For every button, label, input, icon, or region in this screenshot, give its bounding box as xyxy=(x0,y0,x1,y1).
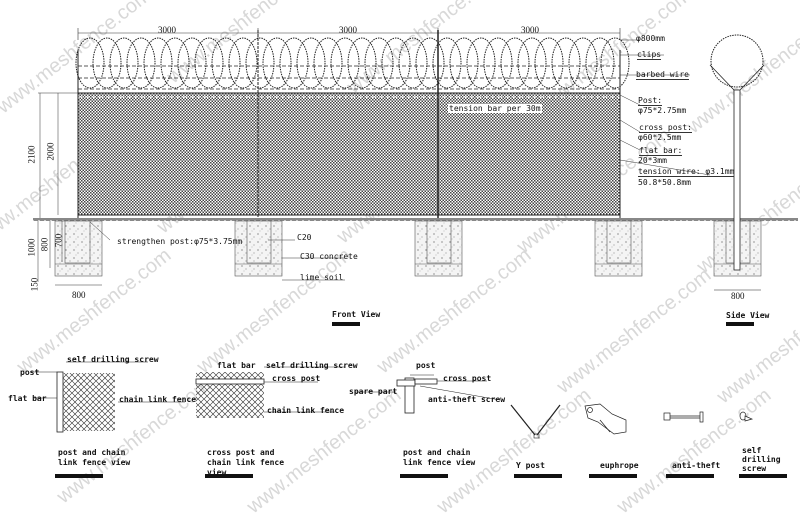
detail1-flat-bar-label: flat bar xyxy=(8,394,47,403)
side-view-foundation-width: 800 xyxy=(731,291,745,301)
detail1-caption-1: post and chain xyxy=(58,448,126,457)
detail1-caption-2: link fence view xyxy=(58,458,131,467)
dim-lime-soil-depth: 150 xyxy=(29,277,40,292)
part-euphrope-underline xyxy=(589,474,637,478)
part-anti-theft-underline xyxy=(666,474,714,478)
detail3-spare-part-label: spare part xyxy=(349,387,398,396)
detail2-underline xyxy=(205,474,253,478)
side-view-drawing xyxy=(709,34,765,291)
chain-link-mesh xyxy=(77,92,621,216)
dim-span-2: 3000 xyxy=(339,25,357,35)
detail-post-chain-link xyxy=(30,361,185,433)
dim-foundation-depth: 1000 xyxy=(26,238,37,257)
part-y-post xyxy=(510,404,561,439)
c30-concrete-label: C30 concrete xyxy=(300,252,358,261)
part-screw-underline xyxy=(739,474,787,478)
dim-post-embed-depth: 700 xyxy=(53,233,64,248)
detail1-underline xyxy=(55,474,103,478)
dim-concrete-depth: 800 xyxy=(39,237,50,252)
post-title: Post: xyxy=(638,96,663,106)
tension-wire-title: tension wire: φ3.1mm xyxy=(638,167,735,177)
detail2-screw-label: self drilling screw xyxy=(266,361,358,370)
part-y-post-caption: Y post xyxy=(516,461,545,470)
post-value: φ75*2.75mm xyxy=(638,106,687,115)
detail3-underline xyxy=(400,474,448,478)
detail2-flat-bar-label: flat bar xyxy=(217,361,256,370)
detail3-post-label: post xyxy=(416,361,436,370)
dim-span-3: 3000 xyxy=(521,25,539,35)
coil-diameter-label: φ800mm xyxy=(636,34,665,43)
side-view-title: Side View xyxy=(726,311,770,320)
ground-line xyxy=(33,218,798,221)
detail3-anti-theft-screw-label: anti-theft screw xyxy=(428,395,506,404)
c20-label: C20 xyxy=(297,233,312,242)
detail-cross-post-chain-link xyxy=(195,366,345,418)
dim-mesh-height: 2000 xyxy=(45,142,56,161)
razor-wire-coils xyxy=(75,37,630,89)
cross-post-title: cross post: xyxy=(639,123,692,133)
part-screw-caption-2: drilling xyxy=(742,455,781,464)
part-screw-caption-1: self xyxy=(742,446,762,455)
callout-leaders xyxy=(89,39,711,281)
part-euphrope xyxy=(584,403,627,435)
detail2-caption-3: view xyxy=(207,468,227,477)
detail2-caption-1: cross post and xyxy=(207,448,275,457)
lime-soil-label: lime soil xyxy=(300,273,344,282)
detail2-mesh-label: chain link fence xyxy=(267,406,345,415)
detail2-caption-2: chain link fence xyxy=(207,458,285,467)
dim-span-1: 3000 xyxy=(158,25,176,35)
tension-wire-value: 50.8*50.8mm xyxy=(638,178,691,187)
detail1-screw-label: self drilling screw xyxy=(67,355,159,364)
part-anti-theft xyxy=(663,411,704,423)
front-view-underline xyxy=(332,322,360,326)
tension-bar-label: tension bar per 30m xyxy=(448,104,542,113)
strengthen-post-label: strengthen post:φ75*3.75mm xyxy=(117,237,243,246)
flat-bar-title: flat bar: xyxy=(639,146,683,156)
detail2-cross-post-label: cross post xyxy=(272,374,321,383)
part-y-post-underline xyxy=(514,474,562,478)
front-view-title: Front View xyxy=(332,310,381,319)
cross-post-value: φ60*2.5mm xyxy=(638,133,682,142)
detail3-cross-post-label: cross post xyxy=(443,374,492,383)
part-euphrope-caption: euphrope xyxy=(600,461,639,470)
flat-bar-value: 20*3mm xyxy=(638,156,667,165)
part-anti-theft-caption: anti-theft xyxy=(672,461,721,470)
barbed-wire-label: barbed wire xyxy=(636,70,689,80)
fence-drawing xyxy=(30,28,798,439)
foundations xyxy=(54,220,762,277)
detail-post-joint xyxy=(355,374,501,414)
dim-foundation-width: 800 xyxy=(72,290,86,300)
barbed-wire-lines xyxy=(78,65,620,90)
detail3-caption-1: post and chain xyxy=(403,448,471,457)
side-view-underline xyxy=(726,322,754,326)
dim-total-height: 2100 xyxy=(26,145,37,164)
detail3-caption-2: link fence view xyxy=(403,458,476,467)
part-screw-caption-3: screw xyxy=(742,464,767,473)
detail1-mesh-label: chain link fence xyxy=(119,395,197,404)
clips-label: clips xyxy=(637,50,662,60)
part-self-drilling-screw xyxy=(739,411,754,422)
detail1-post-label: post xyxy=(20,368,40,377)
left-dimension-lines xyxy=(37,92,102,286)
